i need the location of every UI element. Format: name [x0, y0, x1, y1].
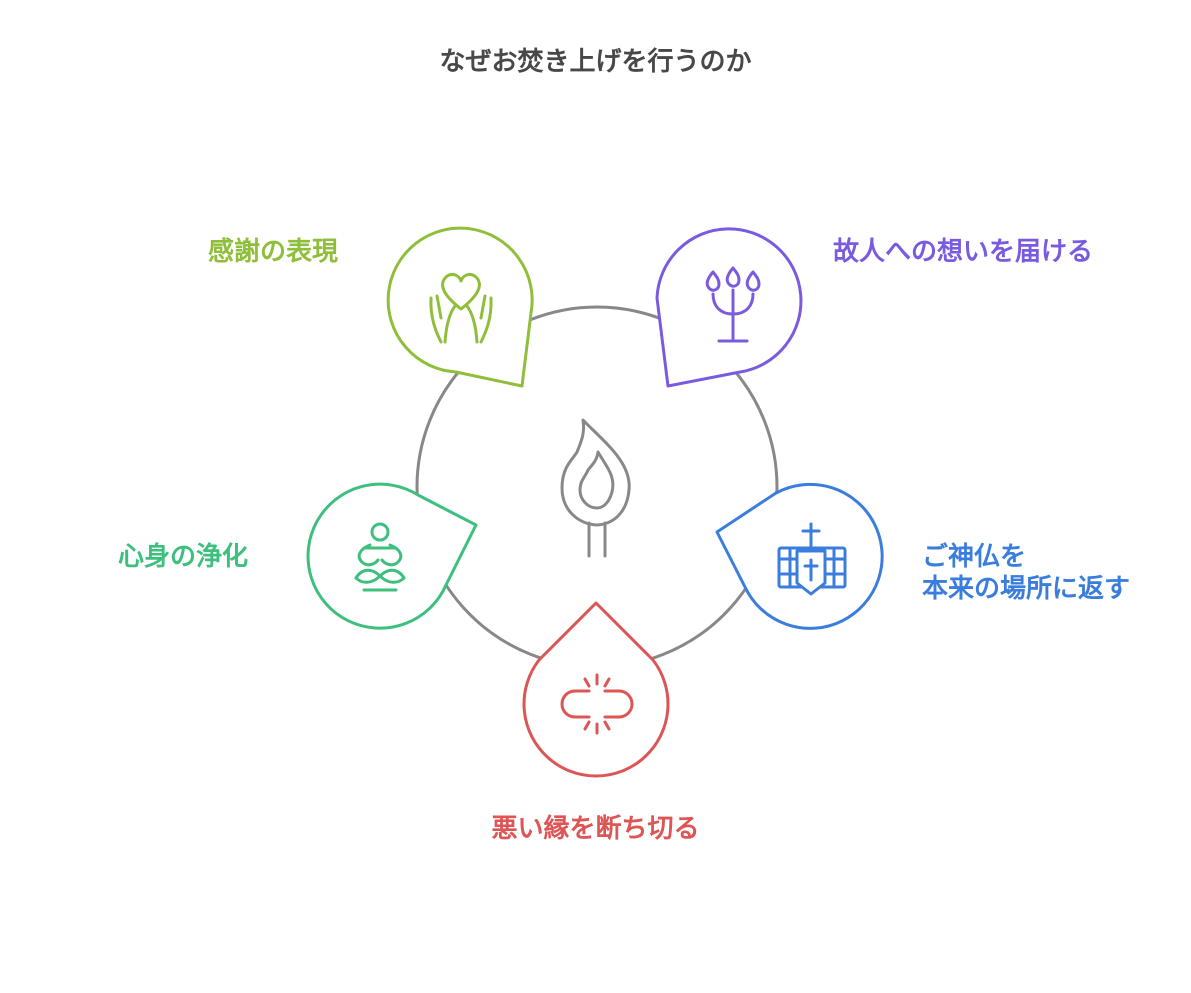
sever-drop: [522, 601, 670, 778]
node-purify: [306, 482, 478, 630]
label-return: ご神仏を 本来の場所に返す: [922, 541, 1130, 605]
label-return-line-2: 本来の場所に返す: [922, 574, 1131, 604]
node-sever: [522, 601, 670, 778]
diagram-title: なぜお焚き上げを行うのか: [439, 47, 752, 77]
label-purify: 心身の浄化: [118, 542, 249, 572]
shrine-chest-icon: [777, 522, 847, 596]
hands-heart-icon: [429, 272, 493, 344]
purify-drop: [306, 482, 478, 630]
deceased-drop: [655, 227, 803, 388]
label-deceased: 故人への想いを届ける: [833, 237, 1094, 267]
flame-match-icon: [560, 418, 631, 558]
broken-link-icon: [560, 673, 634, 735]
trident-candles-icon: [705, 266, 761, 343]
node-return: [715, 482, 884, 630]
label-sever: 悪い縁を断ち切る: [491, 814, 700, 844]
meditation-icon: [354, 522, 406, 592]
label-gratitude: 感謝の表現: [208, 237, 339, 267]
node-deceased: [655, 227, 803, 388]
node-gratitude: [386, 226, 534, 388]
label-return-line-1: ご神仏を: [922, 542, 1027, 572]
